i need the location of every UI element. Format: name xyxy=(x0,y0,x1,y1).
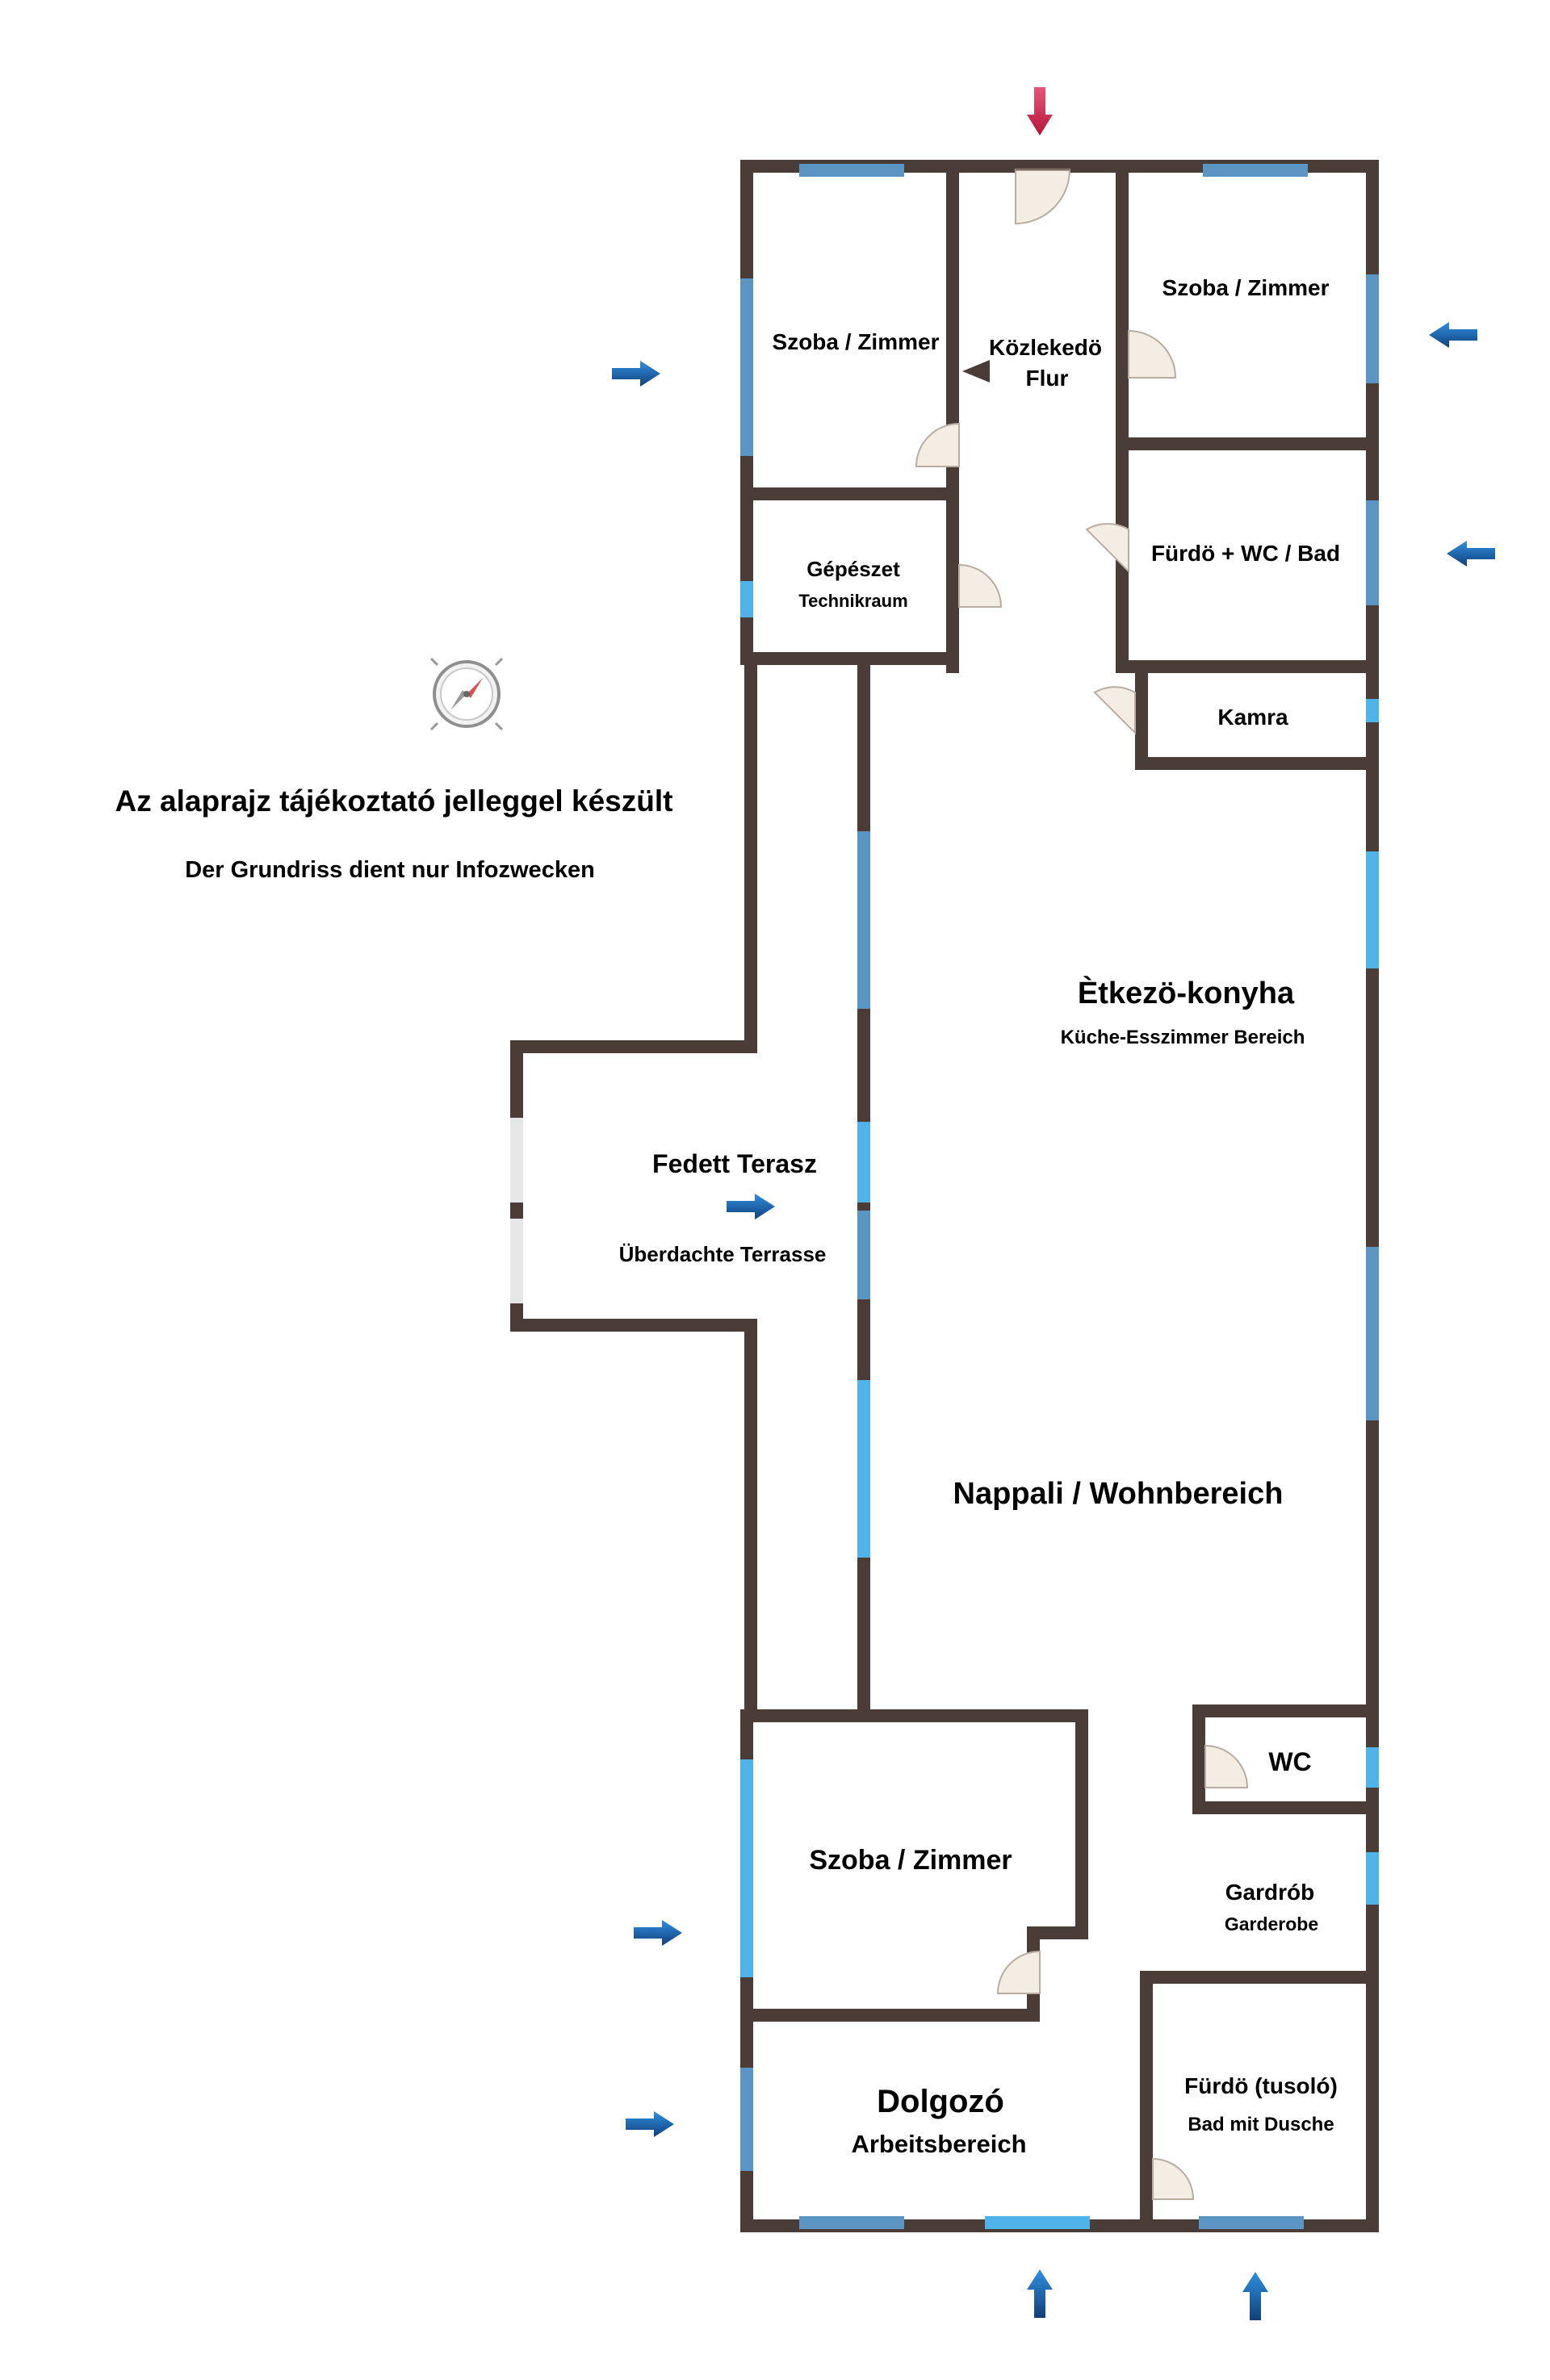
room-label-bad-dusche: Bad mit Dusche xyxy=(1188,2114,1334,2135)
view-direction-arrow-icon xyxy=(727,1194,775,1219)
room-label-technikraum: Technikraum xyxy=(798,591,907,611)
room-label-flur: Flur xyxy=(1026,366,1069,391)
room-label-kozlekedo: Közlekedö xyxy=(989,335,1102,360)
view-direction-arrow-icon xyxy=(1429,322,1477,348)
doors xyxy=(915,168,1249,2200)
room-label-terrasse: Überdachte Terrasse xyxy=(619,1242,827,1266)
room-label-szoba-nw: Szoba / Zimmer xyxy=(773,329,940,354)
disclaimer-subtitle: Der Grundriss dient nur Infozwecken xyxy=(185,857,595,883)
room-label-etkezo: Ètkezö-konyha xyxy=(1078,975,1295,1010)
view-direction-arrow-icon xyxy=(626,2111,674,2137)
room-label-kamra: Kamra xyxy=(1217,705,1288,730)
view-direction-arrow-icon xyxy=(634,1920,682,1946)
door-szoba-sw xyxy=(996,1950,1041,1994)
room-label-furdo-wc: Fürdö + WC / Bad xyxy=(1151,541,1340,566)
view-direction-arrow-icon xyxy=(1447,541,1495,567)
door-kamra xyxy=(1093,686,1136,735)
door-szoba-nw xyxy=(915,422,960,467)
door-gepeszet xyxy=(958,563,1003,608)
room-label-nappali: Nappali / Wohnbereich xyxy=(953,1477,1284,1511)
room-label-furdo-tus: Fürdö (tusoló) xyxy=(1184,2073,1338,2098)
door-furdo-wc xyxy=(1085,523,1129,574)
compass-icon xyxy=(429,657,504,731)
entrance-arrow-icon xyxy=(1027,87,1053,136)
disclaimer-title: Az alaprajz tájékoztató jelleggel készül… xyxy=(115,784,673,818)
room-label-dolgozo: Dolgozó xyxy=(877,2084,1004,2119)
room-label-arbeitsbereich: Arbeitsbereich xyxy=(851,2130,1026,2158)
room-label-gepeszet: Gépészet xyxy=(806,557,900,581)
view-direction-arrow-icon xyxy=(1027,2269,1053,2318)
room-label-szoba-sw: Szoba / Zimmer xyxy=(809,1845,1012,1876)
view-direction-arrow-icon xyxy=(1242,2272,1268,2320)
room-label-kuche: Küche-Esszimmer Bereich xyxy=(1061,1027,1305,1048)
view-direction-arrow-icon xyxy=(612,361,660,387)
room-label-garderobe: Garderobe xyxy=(1225,1914,1318,1935)
room-label-terasz: Fedett Terasz xyxy=(652,1149,817,1178)
flur-notch xyxy=(962,360,990,383)
door-furdo-tus xyxy=(1152,2157,1195,2200)
door-entrance xyxy=(1015,168,1071,225)
door-wc xyxy=(1204,1744,1249,1788)
door-szoba-ne xyxy=(1128,329,1177,379)
room-label-wc: WC xyxy=(1268,1747,1311,1776)
windows xyxy=(510,164,1379,2229)
room-label-szoba-ne: Szoba / Zimmer xyxy=(1162,275,1330,300)
room-label-gardrob: Gardrób xyxy=(1225,1880,1314,1905)
